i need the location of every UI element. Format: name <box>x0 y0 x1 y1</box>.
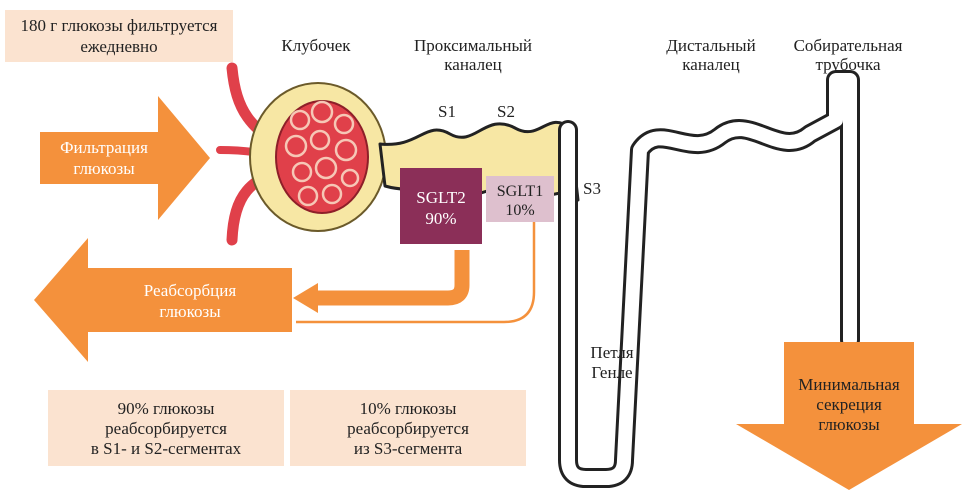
excretion-arrow <box>736 342 962 490</box>
excretion-label-line3: глюкозы <box>818 415 880 434</box>
segment-s3-label: S3 <box>583 179 601 198</box>
note-s1-s2-line3: в S1- и S2-сегментах <box>91 439 242 458</box>
note-s1-s2-line1: 90% глюкозы <box>118 399 215 418</box>
note-s3-box <box>290 390 526 466</box>
note-s3-line2: реабсорбируется <box>347 419 469 438</box>
filtration-label-line2: глюкозы <box>73 159 135 178</box>
collecting-label-line1: Собирательная <box>794 36 903 55</box>
segment-s2-label: S2 <box>497 102 515 121</box>
note-s3-line3: из S3-сегмента <box>354 439 463 458</box>
reabsorption-label-line1: Реабсорбция <box>144 281 237 300</box>
segment-s1-label: S1 <box>438 102 456 121</box>
sglt2-name: SGLT2 <box>416 188 465 207</box>
sglt1-reabsorption-path <box>296 222 536 324</box>
proximal-label-line1: Проксимальный <box>414 36 532 55</box>
excretion-label-line1: Минимальная <box>798 375 900 394</box>
note-s3-line1: 10% глюкозы <box>360 399 457 418</box>
proximal-label-line2: каналец <box>444 55 501 74</box>
sglt2-value: 90% <box>425 209 456 228</box>
distal-label-line1: Дистальный <box>666 36 755 55</box>
reabsorption-arrow <box>34 238 292 362</box>
sglt2-reabsorption-path <box>318 250 470 306</box>
sglt1-value: 10% <box>505 202 534 219</box>
sglt1-name: SGLT1 <box>497 183 544 200</box>
note-s1-s2-line2: реабсорбируется <box>105 419 227 438</box>
reabsorption-label-line2: глюкозы <box>159 302 221 321</box>
loop-henle-line1: Петля <box>590 343 633 362</box>
excretion-label-line2: секреция <box>816 395 882 414</box>
sglt1-transporter <box>486 176 554 222</box>
tubule-tube <box>558 70 860 488</box>
daily-filtered-line1: 180 г глюкозы фильтруется <box>21 16 218 35</box>
glomerulus-loops <box>284 100 360 207</box>
distal-label-line2: каналец <box>682 55 739 74</box>
filtration-arrow <box>40 96 210 220</box>
loop-henle-line2: Генле <box>591 363 632 382</box>
glomerulus-label: Клубочек <box>281 36 351 55</box>
daily-filtered-box <box>5 10 233 62</box>
collecting-label-line2: трубочка <box>816 55 881 74</box>
note-s1-s2-box <box>48 390 284 466</box>
daily-filtered-line2: ежедневно <box>80 37 157 56</box>
filtration-label-line1: Фильтрация <box>60 138 148 157</box>
sglt2-reabsorption-arrowhead <box>293 283 318 313</box>
sglt2-transporter <box>400 168 482 244</box>
